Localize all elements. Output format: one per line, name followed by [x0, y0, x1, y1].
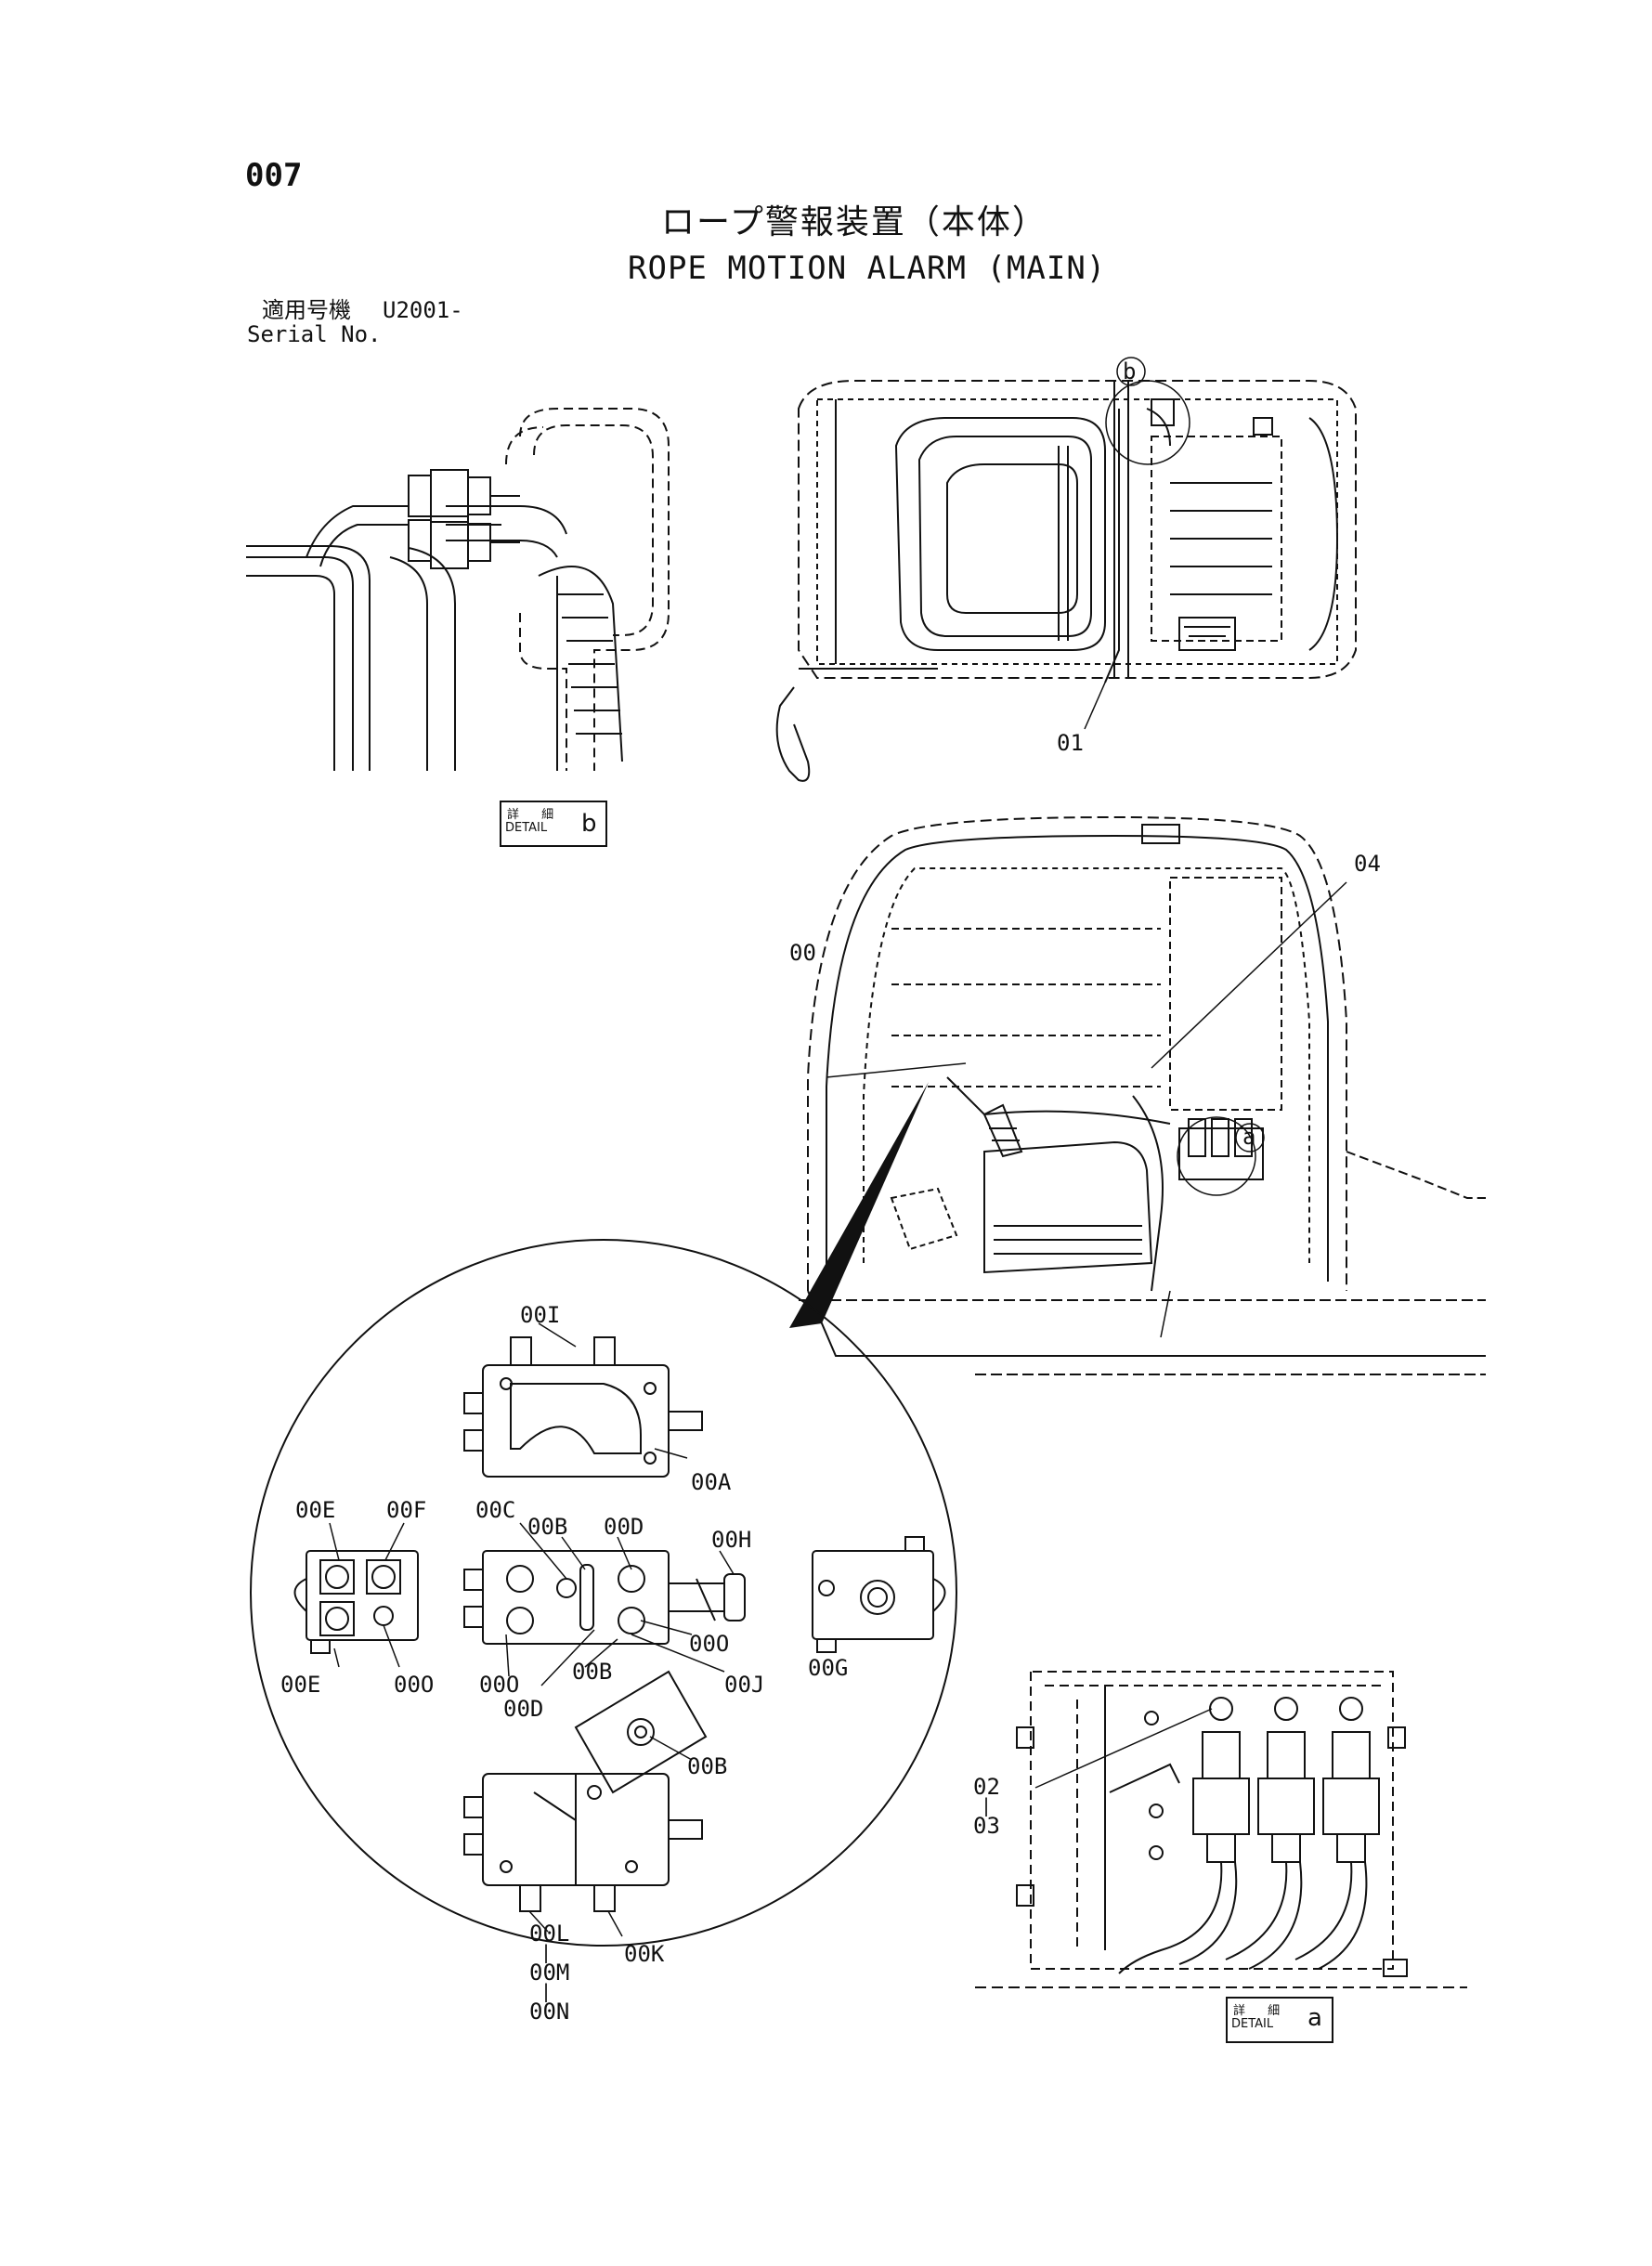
callout-b-label: b — [1123, 358, 1137, 384]
alarm-switch-parts — [293, 1336, 946, 1912]
part-label-00E-top: 00E — [295, 1497, 336, 1523]
dash-00L-00M: | — [540, 1941, 553, 1963]
detail-a-tag-jp: 詳 細 — [1233, 2004, 1290, 2018]
callout-a-circle — [1235, 1123, 1265, 1153]
detail-a-tag: 詳 細 DETAIL a — [1226, 1997, 1333, 2043]
cab-top-view — [775, 380, 1357, 782]
part-label-00B-mid: 00B — [572, 1659, 613, 1685]
detail-a-tag-letter: a — [1307, 2004, 1322, 2032]
part-label-00D-top: 00D — [604, 1514, 644, 1540]
detail-circle — [250, 1239, 957, 1947]
part-label-02: 02 — [973, 1774, 1000, 1800]
page-number: 007 — [245, 157, 303, 194]
detail-b-tag-en: DETAIL — [505, 821, 548, 835]
detail-b-tag: 詳 細 DETAIL b — [500, 801, 607, 847]
part-label-00N: 00N — [529, 1999, 570, 2025]
part-label-03: 03 — [973, 1813, 1000, 1839]
part-label-00I: 00I — [520, 1302, 561, 1328]
leader-lines — [329, 1322, 735, 1937]
callout-a-label: a — [1242, 1124, 1256, 1150]
part-label-00O-right: 00O — [689, 1631, 730, 1657]
part-label-00G: 00G — [808, 1655, 849, 1681]
part-label-00: 00 — [789, 940, 816, 966]
part-label-01: 01 — [1057, 730, 1084, 756]
part-label-00O-mid: 00O — [479, 1672, 520, 1698]
part-label-00B-top: 00B — [527, 1514, 568, 1540]
callout-b-circle — [1116, 357, 1146, 386]
serial-label-japanese: 適用号機 — [262, 297, 351, 323]
detail-leader-arrow — [789, 1082, 929, 1328]
part-label-00M: 00M — [529, 1960, 570, 1986]
detail-b-tag-letter: b — [581, 810, 597, 838]
page-title-english: ROPE MOTION ALARM (MAIN) — [628, 250, 1107, 287]
part-label-00O-left: 00O — [394, 1672, 435, 1698]
part-label-00A: 00A — [691, 1469, 732, 1495]
part-label-04: 04 — [1354, 851, 1381, 877]
part-label-00H: 00H — [711, 1527, 752, 1553]
dash-02-03: | — [981, 1794, 993, 1817]
serial-number-value: U2001- — [383, 297, 463, 323]
part-label-00B-lower: 00B — [687, 1753, 728, 1779]
part-label-00E-bottom: 00E — [280, 1672, 321, 1698]
part-label-00D-bottom: 00D — [503, 1696, 544, 1722]
part-label-00L: 00L — [529, 1921, 570, 1947]
serial-label-english: Serial No. — [247, 321, 382, 347]
detail-b-tag-jp: 詳 細 — [507, 808, 564, 822]
cab-rear-view — [799, 815, 1486, 1375]
part-label-00K: 00K — [624, 1941, 665, 1967]
part-label-00J: 00J — [724, 1672, 765, 1698]
page-title-japanese: ロープ警報装置（本体） — [661, 203, 1047, 241]
detail-b-drawing — [246, 408, 670, 771]
detail-a-tag-en: DETAIL — [1231, 2017, 1274, 2031]
detail-a-drawing — [975, 1671, 1467, 1988]
dash-00M-00N: | — [540, 1980, 553, 2002]
part-label-00F: 00F — [386, 1497, 427, 1523]
part-label-00C: 00C — [475, 1497, 516, 1523]
